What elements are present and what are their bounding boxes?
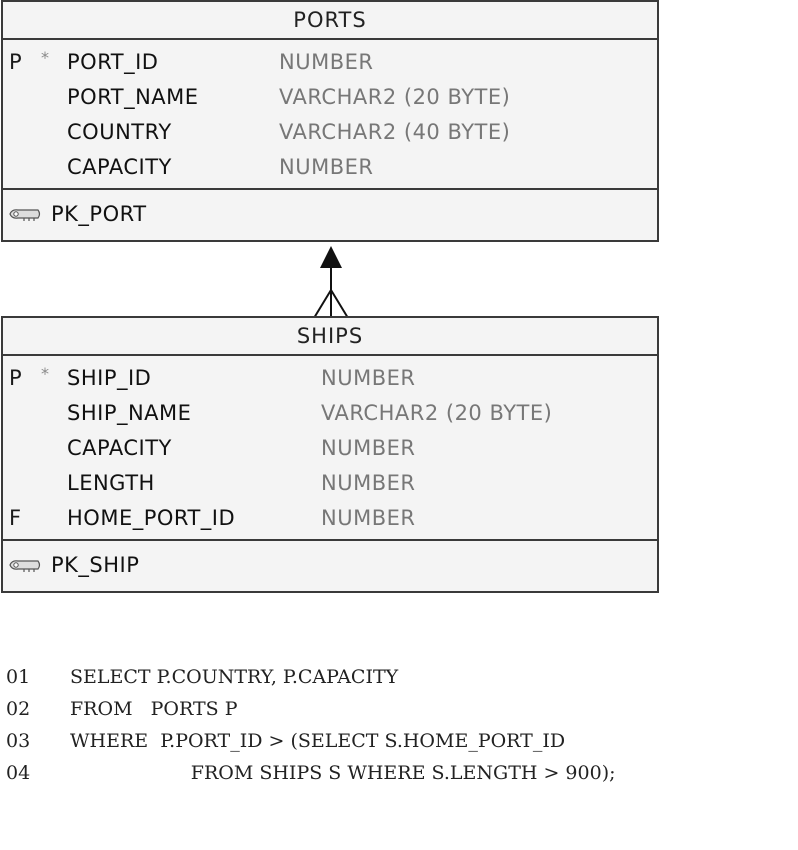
column-name: CAPACITY	[67, 155, 172, 179]
sql-code: WHERE P.PORT_ID > (SELECT S.HOME_PORT_ID	[70, 730, 566, 752]
ports-column-row: P * PORT_ID NUMBER	[3, 44, 657, 79]
column-type: VARCHAR2 (20 BYTE)	[279, 85, 511, 109]
ships-column-row: CAPACITY NUMBER	[3, 430, 657, 465]
ships-entity: SHIPS P * SHIP_ID NUMBER SHIP_NAME VARCH…	[1, 316, 659, 593]
ships-key-row: PK_SHIP	[3, 541, 657, 591]
ships-columns: P * SHIP_ID NUMBER SHIP_NAME VARCHAR2 (2…	[3, 356, 657, 541]
column-type: NUMBER	[279, 155, 374, 179]
primary-key-flag: P	[9, 50, 23, 74]
ships-entity-title: SHIPS	[3, 318, 657, 356]
column-name: HOME_PORT_ID	[67, 506, 236, 530]
one-end-arrow-icon	[320, 246, 342, 268]
ports-column-row: COUNTRY VARCHAR2 (40 BYTE)	[3, 114, 657, 149]
sql-listing: 01 SELECT P.COUNTRY, P.CAPACITY 02 FROM …	[6, 666, 616, 794]
column-name: PORT_NAME	[67, 85, 199, 109]
column-name: LENGTH	[67, 471, 155, 495]
primary-key-flag: P	[9, 366, 23, 390]
line-number: 01	[6, 666, 31, 688]
crows-foot-icon	[313, 288, 349, 319]
column-type: NUMBER	[321, 436, 416, 460]
sql-line: 04 FROM SHIPS S WHERE S.LENGTH > 900);	[6, 762, 616, 794]
sql-code: SELECT P.COUNTRY, P.CAPACITY	[70, 666, 399, 688]
ports-column-row: PORT_NAME VARCHAR2 (20 BYTE)	[3, 79, 657, 114]
ports-columns: P * PORT_ID NUMBER PORT_NAME VARCHAR2 (2…	[3, 40, 657, 190]
sql-line: 02 FROM PORTS P	[6, 698, 237, 730]
ports-entity: PORTS P * PORT_ID NUMBER PORT_NAME VARCH…	[1, 0, 659, 242]
line-number: 03	[6, 730, 31, 752]
column-type: NUMBER	[321, 366, 416, 390]
ships-column-row: P * SHIP_ID NUMBER	[3, 360, 657, 395]
primary-key-name: PK_PORT	[51, 202, 147, 226]
ships-column-row: SHIP_NAME VARCHAR2 (20 BYTE)	[3, 395, 657, 430]
column-type: NUMBER	[321, 471, 416, 495]
key-icon	[9, 209, 41, 221]
foreign-key-flag: F	[9, 506, 22, 530]
line-number: 02	[6, 698, 31, 720]
sql-line: 03 WHERE P.PORT_ID > (SELECT S.HOME_PORT…	[6, 730, 565, 762]
column-name: COUNTRY	[67, 120, 172, 144]
column-name: CAPACITY	[67, 436, 172, 460]
sql-line: 01 SELECT P.COUNTRY, P.CAPACITY	[6, 666, 398, 698]
sql-code: FROM PORTS P	[70, 698, 238, 720]
required-marker: *	[41, 364, 50, 383]
ports-key-row: PK_PORT	[3, 190, 657, 240]
column-name: SHIP_ID	[67, 366, 152, 390]
line-number: 04	[6, 762, 31, 784]
ports-column-row: CAPACITY NUMBER	[3, 149, 657, 184]
ships-column-row: LENGTH NUMBER	[3, 465, 657, 500]
column-type: NUMBER	[279, 50, 374, 74]
key-icon	[9, 560, 41, 572]
column-name: SHIP_NAME	[67, 401, 192, 425]
ships-column-row: F HOME_PORT_ID NUMBER	[3, 500, 657, 535]
relationship-connector	[313, 246, 349, 319]
ports-entity-title: PORTS	[3, 2, 657, 40]
column-name: PORT_ID	[67, 50, 159, 74]
column-type: VARCHAR2 (40 BYTE)	[279, 120, 511, 144]
column-type: NUMBER	[321, 506, 416, 530]
sql-code: FROM SHIPS S WHERE S.LENGTH > 900);	[70, 762, 616, 784]
column-type: VARCHAR2 (20 BYTE)	[321, 401, 553, 425]
required-marker: *	[41, 48, 50, 67]
primary-key-name: PK_SHIP	[51, 553, 140, 577]
